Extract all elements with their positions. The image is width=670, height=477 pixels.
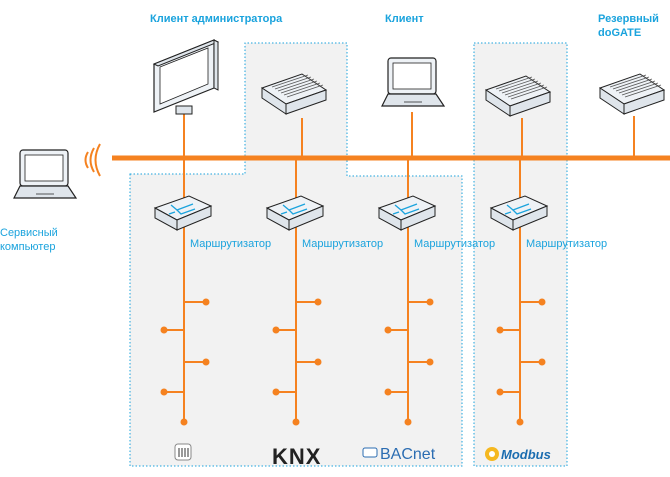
branch-nodes <box>160 297 547 427</box>
modbus-logo: Modbus <box>501 447 551 462</box>
service-computer-label: Сервисный компьютер <box>0 227 58 253</box>
client-label: Клиент <box>385 13 424 25</box>
monitor-icon <box>152 39 220 115</box>
service-laptop-icon <box>13 149 77 199</box>
router-1-label: Маршрутизатор <box>190 238 272 250</box>
device-connectors <box>183 112 635 158</box>
backup-dogate-label: Резервный doGATE <box>598 13 659 39</box>
admin-client-label: Клиент администратора <box>150 13 283 25</box>
knx-logo: KNX <box>272 444 322 469</box>
protocol-icon <box>174 443 192 461</box>
client-laptop-icon <box>381 57 445 107</box>
router-4-label: Маршрутизатор <box>526 238 608 250</box>
bus-lines <box>183 158 521 420</box>
bacnet-logo: BACnet <box>380 446 436 463</box>
bacnet-logo-icon <box>362 447 378 458</box>
wifi-icon <box>84 143 101 177</box>
modbus-logo-icon <box>485 447 499 461</box>
router-2-label: Маршрутизатор <box>302 238 384 250</box>
router-3-label: Маршрутизатор <box>414 238 496 250</box>
gateway-backup-icon <box>599 73 665 115</box>
